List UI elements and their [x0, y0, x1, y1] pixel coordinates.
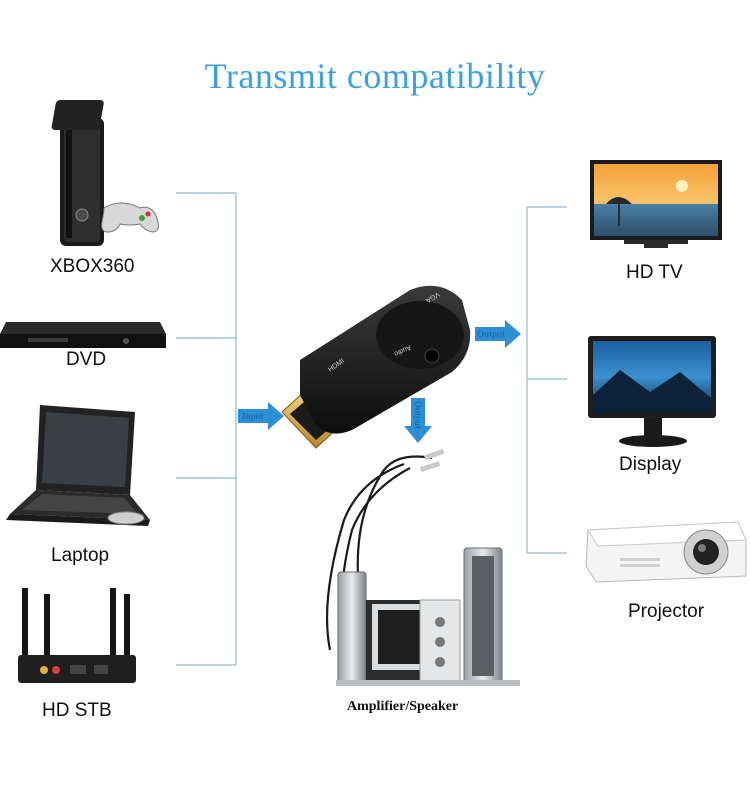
- display-monitor-icon: [588, 336, 716, 447]
- audio-jack-icon: [419, 448, 445, 472]
- source-label-hd-stb: HD STB: [42, 700, 112, 721]
- hd-set-top-box-icon: [18, 588, 136, 683]
- output-label-display: Display: [619, 454, 682, 475]
- input-arrow-label: Input: [242, 411, 264, 421]
- projector-icon: [585, 521, 747, 583]
- output-arrow-label: Output: [477, 329, 505, 339]
- output-label-hd-tv: HD TV: [626, 262, 683, 283]
- audio-output-arrow-label: Output: [413, 401, 423, 429]
- input-arrow: Input: [238, 402, 284, 430]
- output-label-projector: Projector: [628, 601, 705, 622]
- xbox360-console-icon: [51, 100, 159, 246]
- page-title: Transmit compatibility: [204, 56, 546, 96]
- output-connector-lines: [526, 206, 567, 554]
- hdmi-vga-adapter-icon: HDMI VGA Audio: [281, 285, 471, 449]
- audio-device-label: Amplifier/Speaker: [347, 699, 459, 714]
- input-connector-lines: [176, 192, 237, 666]
- source-label-xbox360: XBOX360: [50, 256, 135, 277]
- laptop-icon: [6, 405, 150, 526]
- speaker-system-icon: [336, 547, 520, 686]
- source-label-dvd: DVD: [66, 349, 107, 370]
- hd-tv-icon: [590, 160, 722, 248]
- audio-output-arrow: Output: [404, 398, 432, 443]
- dvd-player-icon: [0, 322, 166, 348]
- output-arrow: Output: [475, 320, 521, 348]
- source-label-laptop: Laptop: [51, 545, 110, 566]
